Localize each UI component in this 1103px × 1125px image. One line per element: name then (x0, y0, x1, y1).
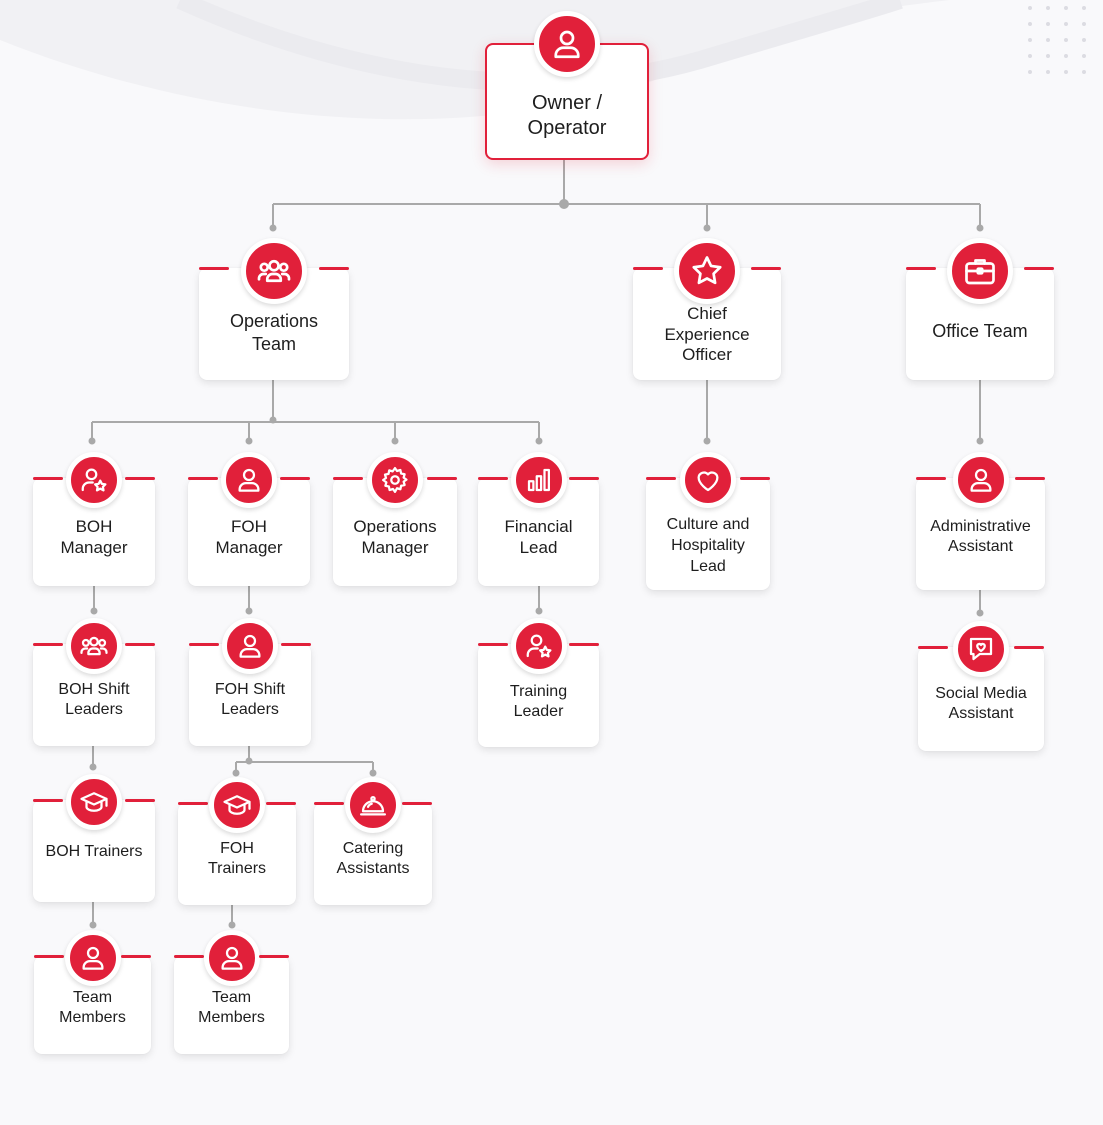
user-icon (221, 452, 277, 508)
heart-icon (680, 452, 736, 508)
node-catering-assistants: Catering Assistants (314, 777, 432, 905)
node-owner-operator: Owner / Operator (485, 11, 649, 160)
node-label: BOH Trainers (45, 843, 143, 860)
users-group-icon (66, 618, 122, 674)
node-boh-shift-leaders: BOH Shift Leaders (33, 618, 155, 746)
node-culture-hospitality-lead: Culture and Hospitality Lead (646, 452, 770, 590)
node-operations-manager: Operations Manager (333, 452, 457, 586)
node-label: Culture and Hospitality Lead (666, 516, 750, 575)
node-label: Operations Team (229, 311, 319, 354)
user-icon (222, 618, 278, 674)
node-foh-shift-leaders: FOH Shift Leaders (189, 618, 311, 746)
edge-operations-team-to-managers (91, 380, 540, 441)
node-label: Financial Lead (504, 517, 573, 558)
node-financial-lead: Financial Lead (478, 452, 599, 586)
users-group-icon (241, 238, 307, 304)
node-label: Administrative Assistant (930, 518, 1031, 555)
user-icon (64, 930, 121, 986)
node-social-media-assistant: Social Media Assistant (918, 621, 1044, 751)
node-administrative-assistant: Administrative Assistant (916, 452, 1045, 590)
node-label: BOH Shift Leaders (58, 681, 130, 718)
node-foh-manager: FOH Manager (188, 452, 310, 586)
connector-lines (91, 158, 981, 925)
graduation-cap-icon (66, 774, 122, 830)
node-training-leader: Training Leader (478, 618, 599, 747)
node-label: Operations Manager (353, 517, 437, 558)
node-label: Office Team (932, 321, 1028, 341)
node-label: FOH Trainers (207, 840, 267, 877)
node-boh-trainers: BOH Trainers (33, 774, 155, 902)
node-boh-team-members: Team Members (34, 930, 151, 1054)
node-label: FOH Shift Leaders (214, 681, 286, 718)
node-operations-team: Operations Team (199, 238, 349, 380)
node-label: Catering Assistants (336, 840, 410, 877)
chat-heart-icon (953, 621, 1009, 677)
user-icon (952, 452, 1009, 508)
cloche-icon (345, 777, 401, 833)
node-foh-trainers: FOH Trainers (178, 777, 296, 905)
node-label: Team Members (198, 989, 265, 1026)
node-label: Training Leader (509, 683, 568, 720)
user-star-icon (510, 618, 567, 674)
user-icon (203, 930, 260, 986)
graduation-cap-icon (209, 777, 265, 833)
node-boh-manager: BOH Manager (33, 452, 155, 586)
edge-foh-shift-leaders-to-trainers-catering (235, 746, 374, 773)
node-label: Social Media Assistant (935, 685, 1027, 722)
star-icon (674, 238, 740, 304)
node-office-team: Office Team (906, 238, 1054, 380)
node-foh-team-members: Team Members (174, 930, 289, 1054)
node-label: FOH Manager (215, 517, 283, 558)
briefcase-icon (947, 238, 1013, 304)
user-star-icon (66, 452, 122, 508)
user-icon (534, 11, 600, 77)
node-label: Owner / Operator (527, 92, 607, 139)
gear-icon (367, 452, 423, 508)
node-label: Chief Experience Officer (664, 304, 750, 365)
node-label: Team Members (59, 989, 126, 1026)
edge-owner-to-level1 (272, 158, 981, 228)
node-label: BOH Manager (60, 517, 128, 558)
bar-chart-icon (510, 452, 567, 508)
node-chief-experience-officer: Chief Experience Officer (633, 238, 781, 380)
connector-dots (88, 199, 984, 929)
